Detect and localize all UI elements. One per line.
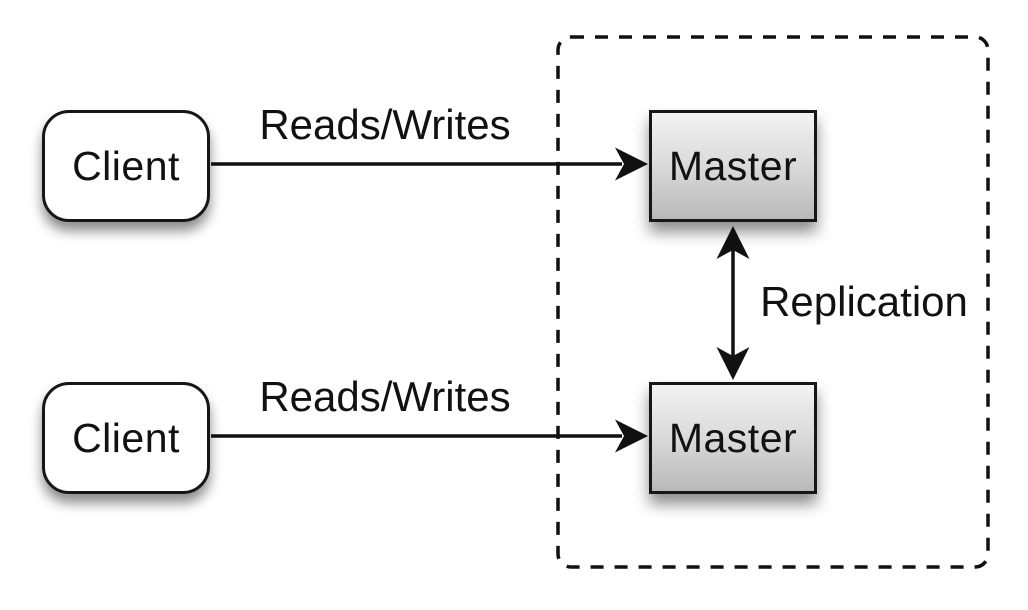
edge-replication-arrow <box>716 226 750 380</box>
edge-label-reads-writes-bottom: Reads/Writes <box>259 373 511 420</box>
node-client-top-label: Client <box>72 142 180 189</box>
replication-group-border <box>556 35 990 569</box>
edge-reads-writes-top-arrow <box>211 147 648 181</box>
arrowhead-down-icon <box>716 347 750 380</box>
node-master-bottom: Master <box>649 382 817 494</box>
node-master-top: Master <box>649 110 817 222</box>
node-master-bottom-label: Master <box>668 414 798 461</box>
node-client-bottom-label: Client <box>72 414 180 461</box>
node-client-top: Client <box>42 110 210 222</box>
edge-reads-writes-bottom-arrow <box>211 419 648 453</box>
arrowhead-right-icon <box>615 419 648 453</box>
arrowhead-right-icon <box>615 147 648 181</box>
edge-label-replication: Replication <box>760 278 968 325</box>
edge-label-reads-writes-top: Reads/Writes <box>259 101 511 148</box>
arrowhead-up-icon <box>716 226 750 259</box>
node-master-top-label: Master <box>668 142 798 189</box>
node-client-bottom: Client <box>42 382 210 494</box>
